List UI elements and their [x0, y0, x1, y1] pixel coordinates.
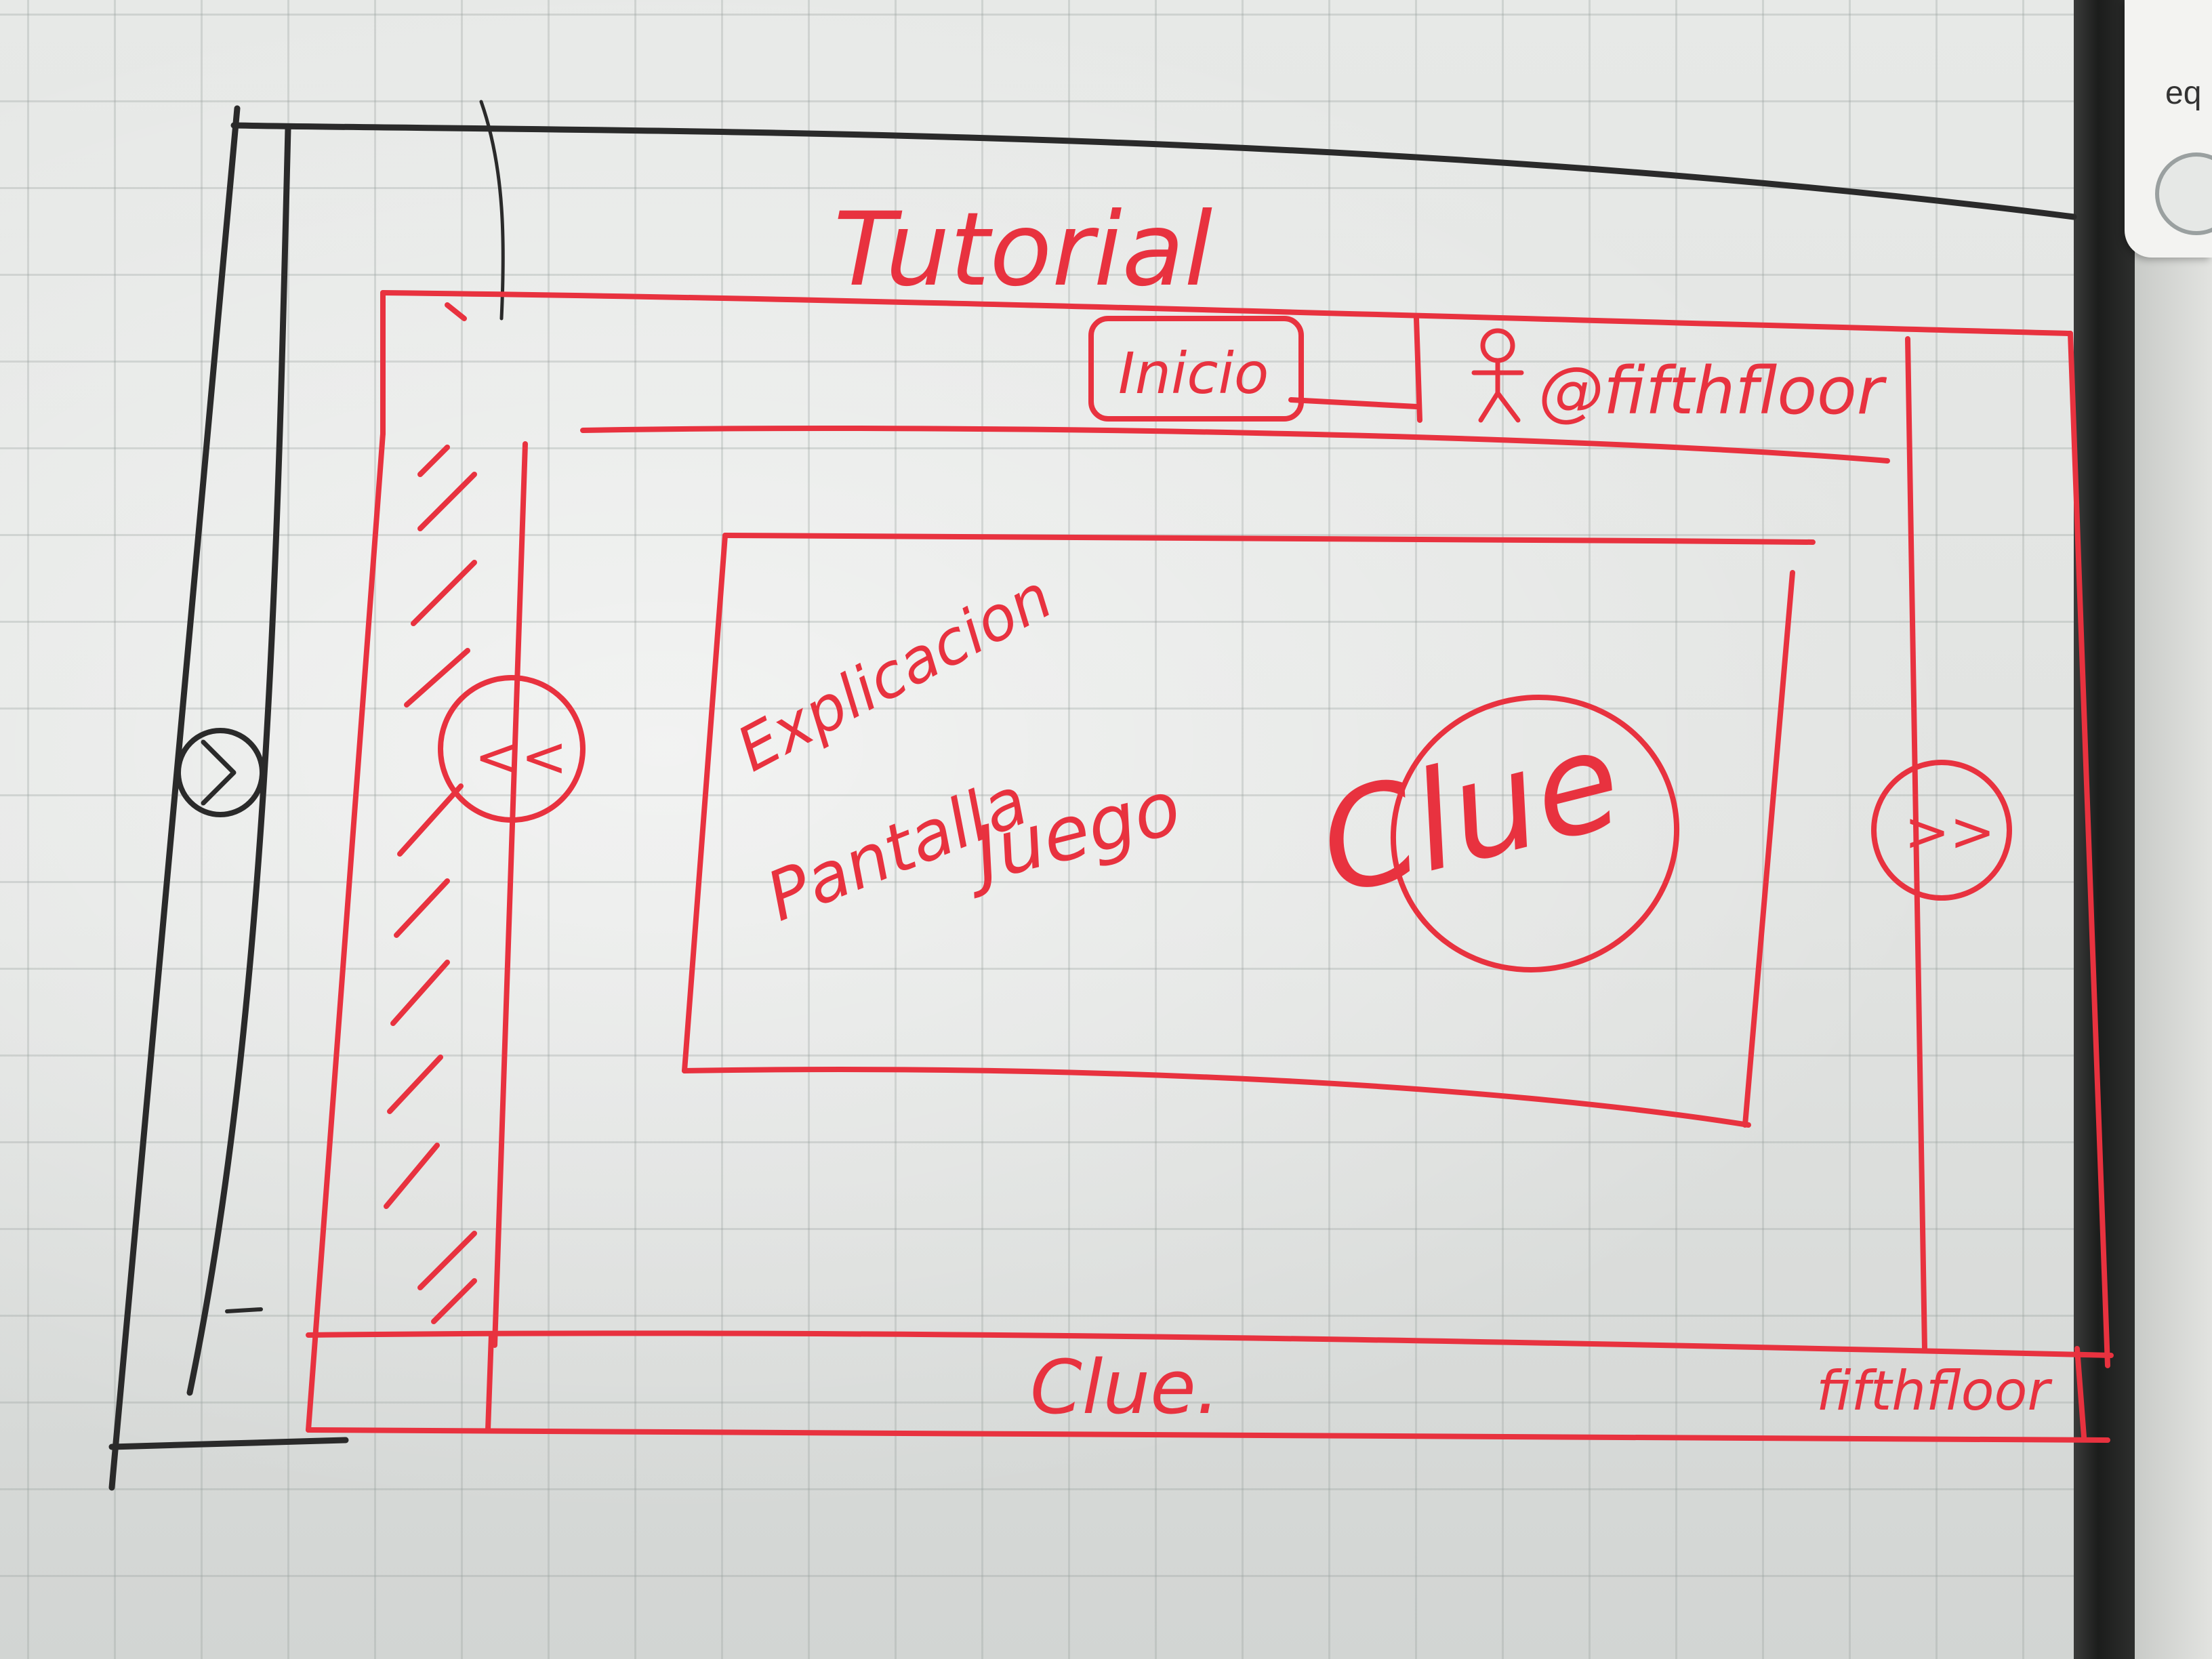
- paper-text: eq: [2165, 75, 2202, 111]
- prev-button-label: <<: [474, 725, 567, 790]
- whiteboard-frame: [2074, 0, 2135, 1659]
- content-line-1: Explicacion: [726, 561, 1063, 785]
- whiteboard-grid: [0, 0, 2101, 1659]
- next-button-label: >>: [1904, 800, 1995, 863]
- nav-button-inicio: Inicio: [1118, 340, 1269, 407]
- wall: [2135, 0, 2212, 1659]
- user-handle: @fifthfloor: [1538, 353, 1887, 429]
- black-outer-frame: [108, 100, 2077, 1491]
- chevron-right-icon: [201, 739, 237, 806]
- clue-logo-text: Clue: [1305, 700, 1635, 926]
- page-title: Tutorial: [834, 191, 1212, 309]
- red-wireframe: [306, 290, 2114, 1443]
- footer-text: Clue.: [1030, 1344, 1220, 1431]
- user-stick-figure-icon: [1471, 328, 1524, 423]
- footer-brand: fifthfloor: [1816, 1359, 2053, 1422]
